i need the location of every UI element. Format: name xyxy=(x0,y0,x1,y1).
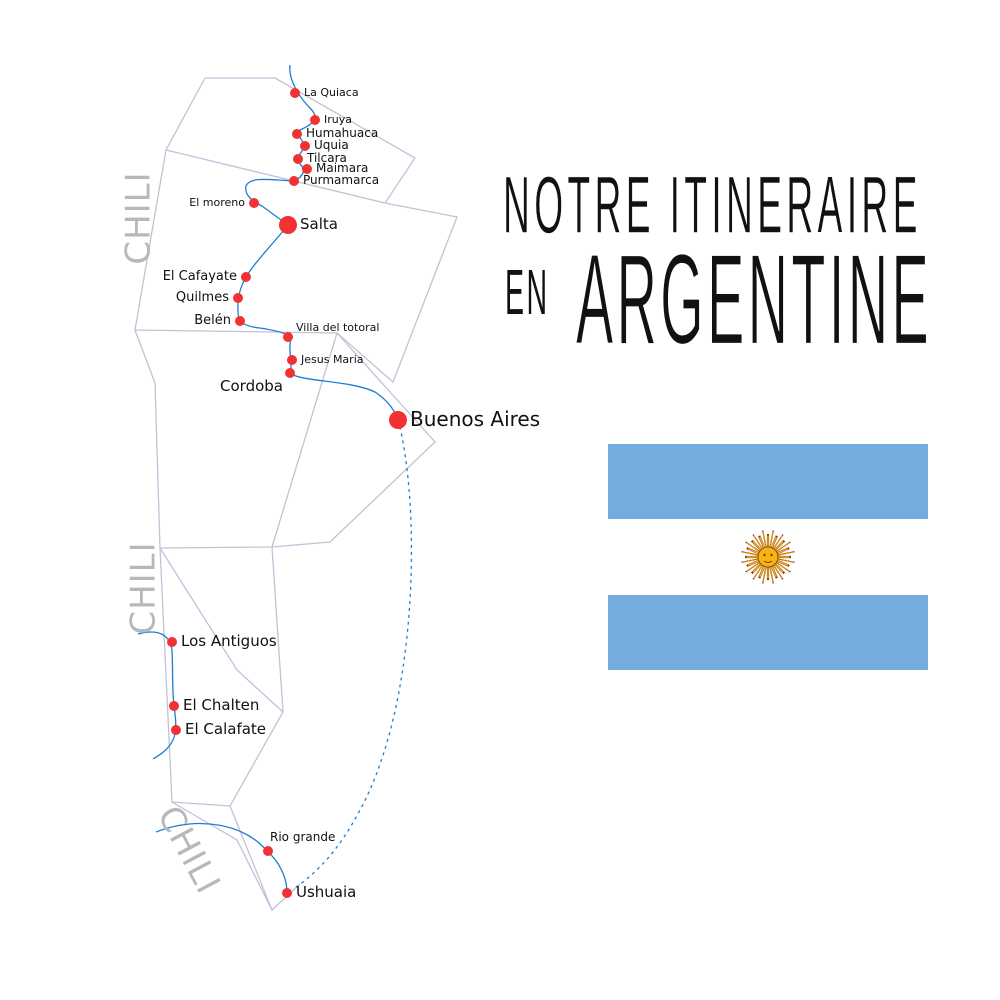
city-label: El Cafayate xyxy=(162,268,237,284)
city-label: Ushuaia xyxy=(296,882,357,901)
title-country: ARGENTINE xyxy=(576,229,933,373)
city-label: Humahuaca xyxy=(306,126,379,140)
sun-of-may-icon xyxy=(741,530,795,584)
city-label: El Calafate xyxy=(185,719,267,738)
city-label: El moreno xyxy=(189,195,245,209)
city-label: La Quiaca xyxy=(304,85,359,99)
city-marker xyxy=(300,141,310,151)
city-label: Rio grande xyxy=(270,830,336,844)
city-label: Los Antiguos xyxy=(181,631,277,650)
city-marker xyxy=(235,316,245,326)
route-tierra-del-fuego xyxy=(155,822,288,894)
city-marker xyxy=(290,88,300,98)
city-label: Maimara xyxy=(316,161,369,175)
city-marker xyxy=(169,701,179,711)
title-en: EN xyxy=(505,255,550,329)
city-marker xyxy=(302,164,312,174)
province-borders xyxy=(134,77,458,912)
route xyxy=(137,64,413,894)
city-label: El Chalten xyxy=(183,695,260,714)
city-label: Jesus Maria xyxy=(301,352,364,366)
city-label: Salta xyxy=(300,214,338,233)
city-label: Quilmes xyxy=(175,289,229,305)
city-marker xyxy=(249,198,259,208)
city-label: Villa del totoral xyxy=(296,321,380,334)
city-marker xyxy=(289,176,299,186)
city-markers xyxy=(167,88,407,898)
city-marker xyxy=(293,154,303,164)
city-marker xyxy=(282,888,292,898)
city-marker xyxy=(283,332,293,342)
city-label: Belén xyxy=(194,312,231,328)
flag-stripe-top xyxy=(608,444,928,520)
city-marker xyxy=(233,293,243,303)
city-label: Buenos Aires xyxy=(410,407,541,431)
route-flight-dashed xyxy=(294,419,413,889)
city-marker xyxy=(263,846,273,856)
flag-stripe-middle xyxy=(608,519,928,595)
argentina-flag xyxy=(608,444,928,670)
city-marker xyxy=(171,725,181,735)
flag-stripe-bottom xyxy=(608,594,928,670)
title-line-1: NOTRE ITINERAIRE xyxy=(503,159,922,250)
city-marker xyxy=(285,368,295,378)
city-marker xyxy=(279,216,297,234)
neighbor-label-chili-north: CHILI xyxy=(118,171,159,265)
neighbor-label-chili-center: CHILI xyxy=(123,541,164,635)
city-label: Uquia xyxy=(314,138,349,152)
city-marker xyxy=(167,637,177,647)
route-patagonia xyxy=(137,631,177,760)
city-marker xyxy=(287,355,297,365)
city-label: Purmamarca xyxy=(303,173,380,187)
city-label: Tilcara xyxy=(307,151,347,165)
city-marker xyxy=(292,129,302,139)
city-marker xyxy=(310,115,320,125)
city-label: Cordoba xyxy=(220,377,283,395)
city-marker xyxy=(389,411,407,429)
city-label: Iruya xyxy=(324,112,352,126)
city-marker xyxy=(241,272,251,282)
